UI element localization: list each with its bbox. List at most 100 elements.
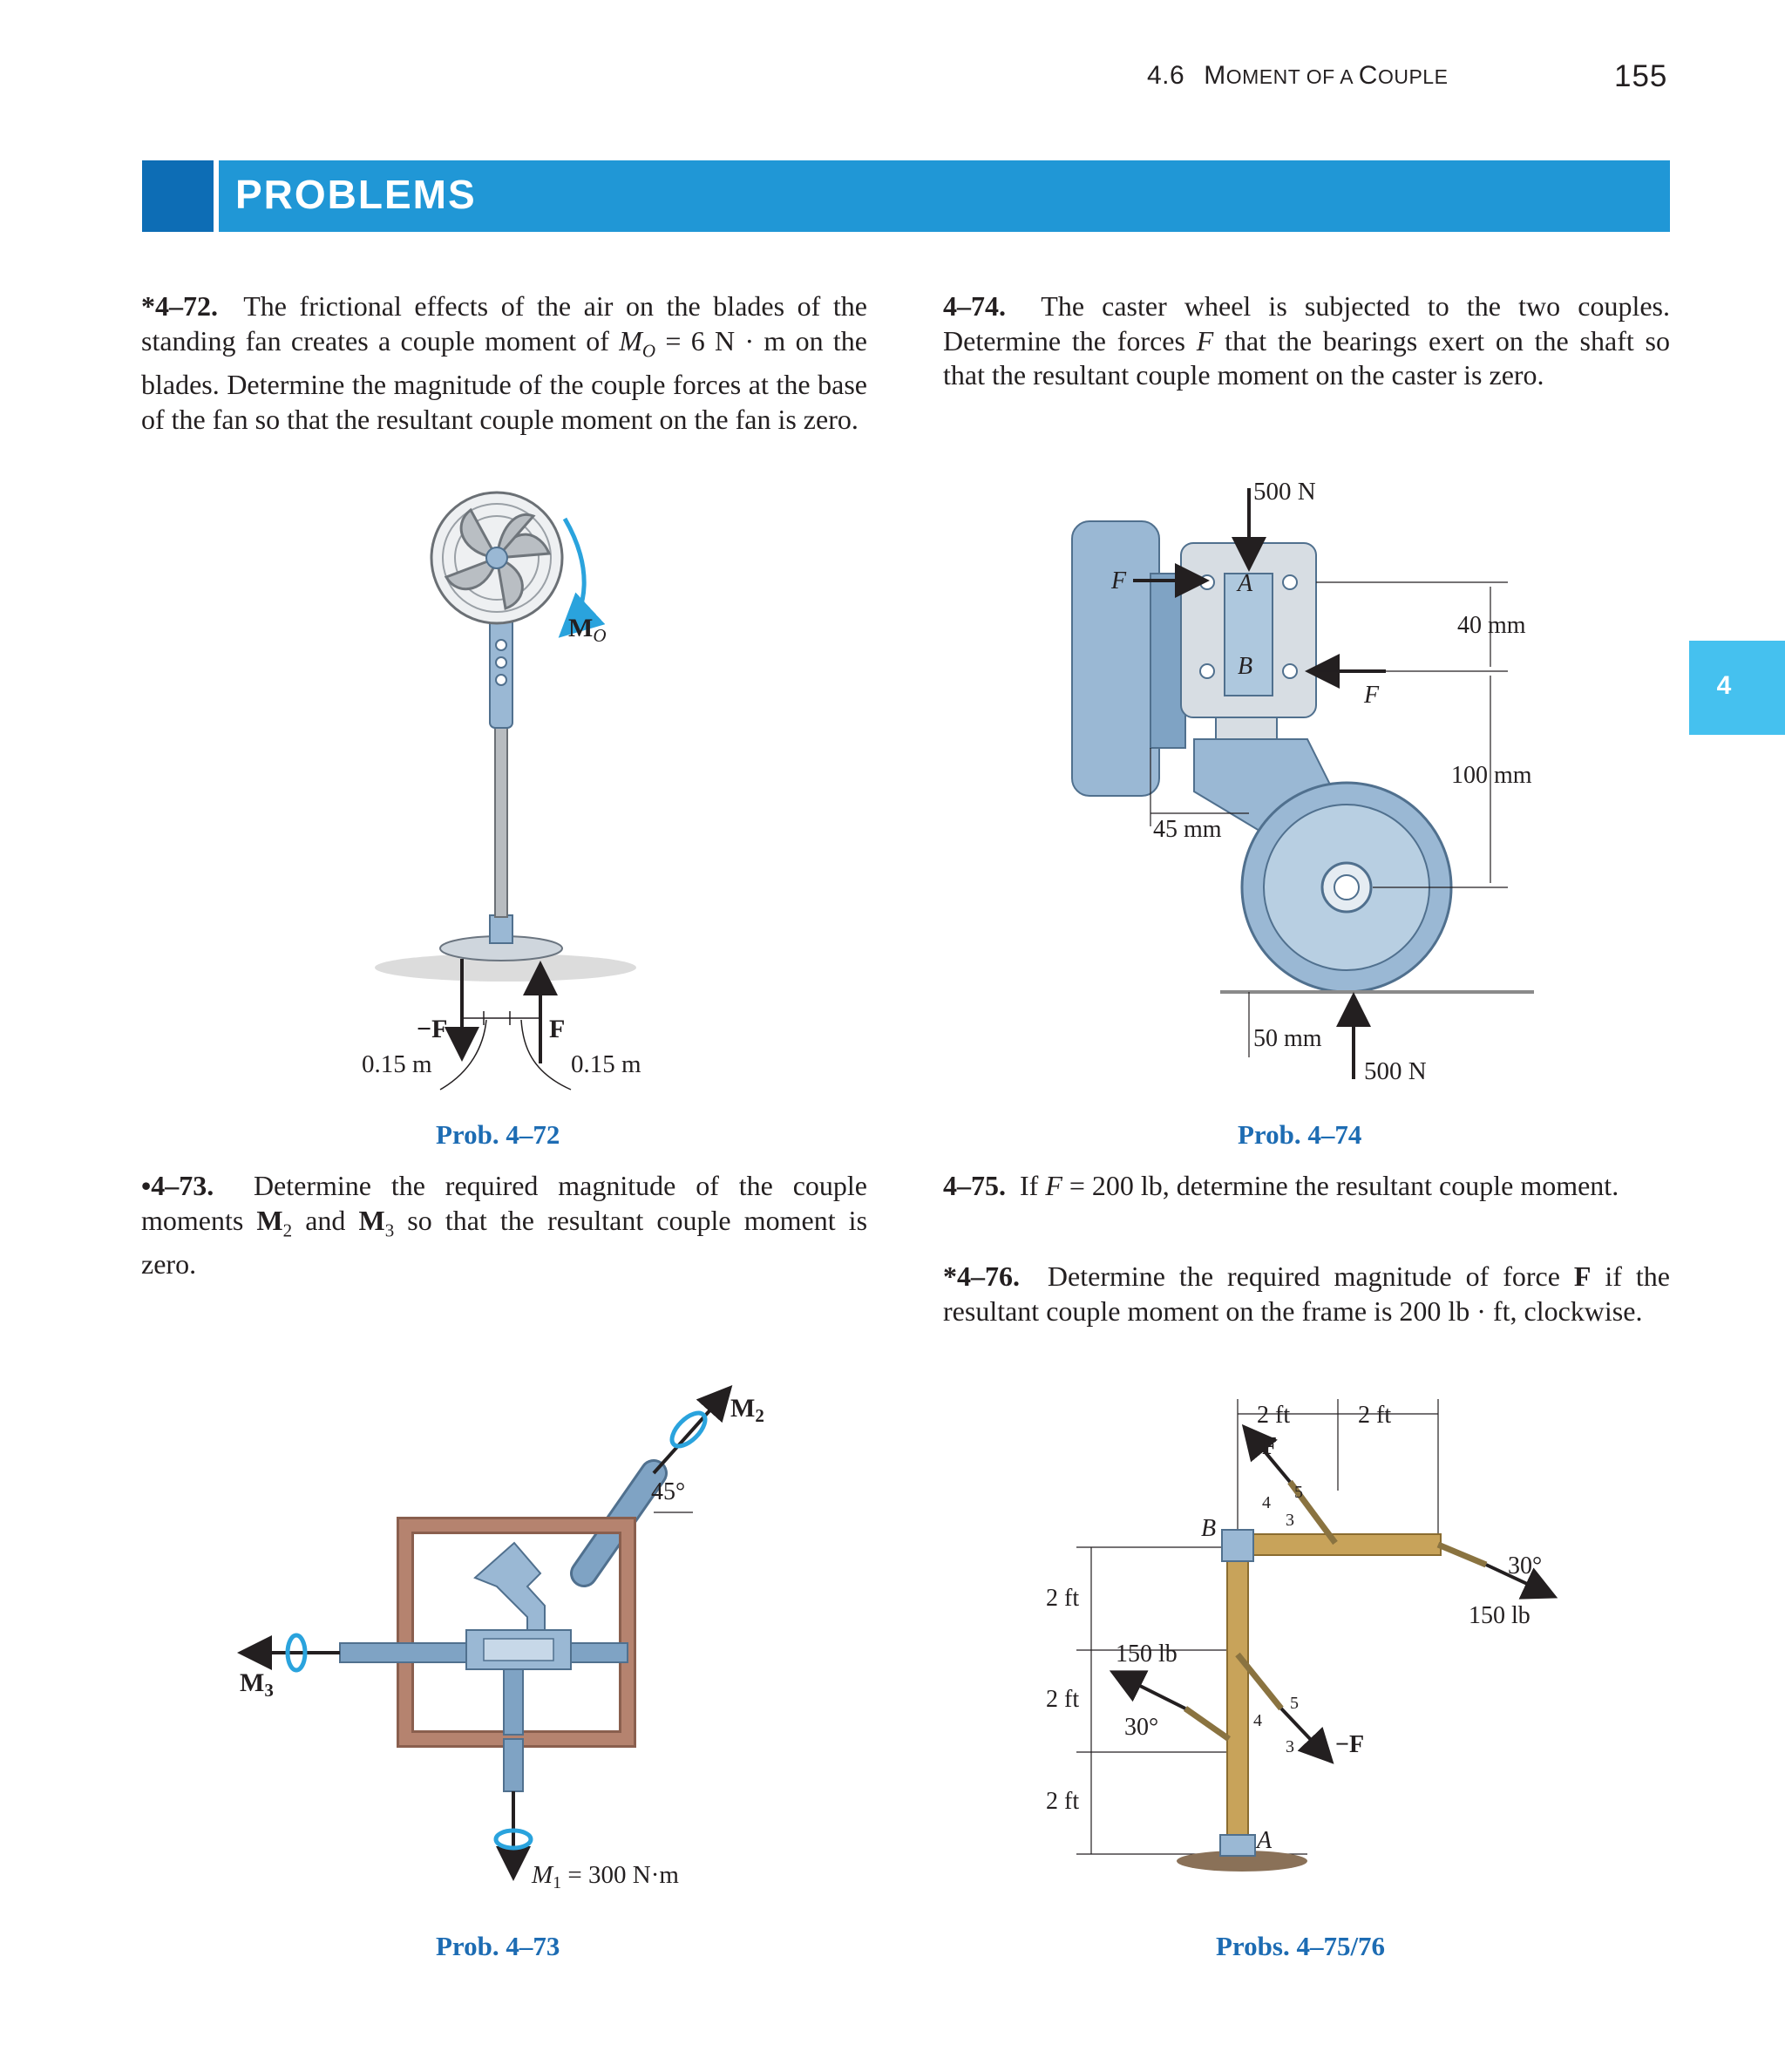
label-b: B	[1238, 653, 1252, 680]
vertical-member	[1226, 1542, 1249, 1844]
dim-right-label: 0.15 m	[571, 1050, 641, 1078]
angle-left-label: 30°	[1124, 1714, 1158, 1741]
neg-f-label: −F	[1335, 1731, 1364, 1758]
f-right-label: F	[1363, 682, 1380, 709]
section-title-end: OUPLE	[1377, 65, 1449, 88]
problem-number: 4–74.	[943, 290, 1006, 322]
problem-text-part: if the resultant couple moment on the fr…	[943, 1260, 1670, 1327]
figure-4-73-gearbox: M2 45° M3 M1 = 300 N·m	[237, 1385, 764, 1892]
m3-label: M3	[240, 1668, 274, 1701]
math-symbol: M	[256, 1204, 283, 1236]
dim-45mm-label: 45 mm	[1153, 816, 1222, 843]
problem-text-part: = 6 N · m on the blades. Determine the m…	[141, 324, 868, 435]
figure-4-72-fan: MO −F F 0.15 m 0.15 m	[362, 491, 641, 1090]
force-150-right-label: 150 lb	[1469, 1602, 1530, 1629]
problem-number: 4–75.	[943, 1170, 1006, 1201]
neg-f-label: −F	[417, 1015, 447, 1043]
page-number: 155	[1614, 59, 1668, 93]
banner-divider	[214, 160, 219, 232]
m2-label: M2	[730, 1394, 764, 1426]
math-symbol: F	[1573, 1260, 1592, 1292]
force-150-left-arrow	[1109, 1670, 1186, 1710]
shaft	[1224, 573, 1273, 696]
math-subscript: O	[641, 339, 656, 361]
math-symbol: F	[1045, 1170, 1062, 1201]
moment-arrow	[558, 517, 606, 638]
dim-2ft-v2: 2 ft	[1046, 1686, 1079, 1713]
neg-f-arrow	[1279, 1707, 1334, 1764]
top-force-label: 500 N	[1253, 478, 1316, 506]
chapter-tab-number: 4	[1716, 671, 1732, 700]
dim-2ft-top-b: 2 ft	[1358, 1402, 1391, 1429]
dim-40mm-label: 40 mm	[1457, 612, 1526, 639]
problem-text-part: The frictional effects of the air on the…	[141, 290, 868, 357]
section-title-part: OMENT OF A	[1225, 65, 1359, 88]
force-150-left-label: 150 lb	[1116, 1641, 1178, 1668]
math-symbol: F	[1196, 324, 1214, 357]
tri-bot-3: 3	[1286, 1737, 1294, 1756]
m1-shaft	[503, 1738, 524, 1792]
problem-number: •4–73.	[141, 1170, 214, 1201]
label-a: A	[1255, 1827, 1273, 1854]
caption-4-72: Prob. 4–72	[436, 1119, 560, 1150]
problem-text-part: Determine the required magnitude of forc…	[1047, 1260, 1574, 1292]
figure-4-74-caster: A B 500 N F F 500 N 40 mm 100 mm 45 mm 5…	[1071, 478, 1534, 1085]
dim-2ft-v3: 2 ft	[1046, 1788, 1079, 1815]
label-b: B	[1201, 1515, 1216, 1542]
problem-text-part: and	[292, 1204, 359, 1236]
math-subscript: 3	[384, 1219, 395, 1240]
tri-top-4: 4	[1262, 1493, 1271, 1512]
chapter-tab	[1689, 641, 1785, 735]
tri-bot-4: 4	[1253, 1711, 1262, 1730]
angle-right-label: 30°	[1508, 1552, 1542, 1579]
top-cable	[1287, 1479, 1338, 1546]
caption-4-75-76: Probs. 4–75/76	[1216, 1931, 1386, 1961]
joint-b	[1221, 1529, 1254, 1562]
f-label: F	[1262, 1433, 1277, 1460]
ground-shadow	[375, 954, 636, 982]
fan-blades	[444, 507, 552, 610]
problem-4-72-text: *4–72. The frictional effects of the air…	[141, 289, 867, 437]
section-number: 4.6	[1147, 61, 1185, 90]
problem-text-part: Determine the required magnitude of the …	[141, 1170, 868, 1236]
force-150-right-arrow	[1485, 1563, 1558, 1600]
problem-text-part: = 200 lb, determine the resultant couple…	[1062, 1170, 1619, 1201]
m1-moment-loop	[493, 1828, 533, 1851]
ground	[1177, 1851, 1307, 1872]
dim-50mm-label: 50 mm	[1253, 1025, 1322, 1052]
problem-text-part: that the bearings exert on the shaft so …	[943, 324, 1671, 391]
caption-4-73: Prob. 4–73	[436, 1931, 560, 1961]
section-title-initial-c: C	[1358, 61, 1378, 90]
dim-left-label: 0.15 m	[362, 1050, 432, 1078]
problem-4-75-text: 4–75. If F = 200 lb, determine the resul…	[943, 1169, 1670, 1204]
f-arrow	[1241, 1423, 1292, 1484]
problem-text-part: The caster wheel is subjected to the two…	[943, 290, 1671, 357]
fan-upper-pole	[489, 609, 513, 729]
dim-100mm-label: 100 mm	[1451, 762, 1532, 789]
mo-label: MO	[568, 614, 607, 646]
support-a	[1219, 1834, 1256, 1857]
wall	[1071, 520, 1160, 797]
tri-top-5: 5	[1294, 1483, 1303, 1502]
fan-base-collar	[489, 914, 513, 944]
fan-pole	[494, 723, 508, 918]
dim-2ft-v1: 2 ft	[1046, 1585, 1079, 1612]
problem-text-part: If	[1020, 1170, 1046, 1201]
bottom-force-label: 500 N	[1364, 1057, 1427, 1085]
math-subscript: 2	[282, 1219, 293, 1240]
m2-moment-loop	[669, 1410, 708, 1449]
problem-4-73-text: •4–73. Determine the required magnitude …	[141, 1169, 867, 1282]
caption-4-74: Prob. 4–74	[1238, 1119, 1362, 1150]
banner-title: PROBLEMS	[235, 172, 477, 217]
figure-4-75-frame: 2 ft 2 ft 2 ft 2 ft 2 ft B A F 4 5 3 30°…	[1046, 1399, 1558, 1872]
dim-2ft-top-a: 2 ft	[1257, 1402, 1290, 1429]
problem-4-74-text: 4–74. The caster wheel is subjected to t…	[943, 289, 1670, 393]
fan-hub	[485, 547, 508, 569]
section-title-initial: M	[1204, 61, 1226, 90]
problems-banner	[142, 160, 1670, 232]
tri-bot-5: 5	[1290, 1694, 1299, 1713]
m1-label: M1 = 300 N·m	[531, 1861, 679, 1892]
math-symbol: M	[619, 324, 642, 357]
f-label: F	[549, 1015, 565, 1043]
angle-label: 45°	[651, 1478, 685, 1505]
